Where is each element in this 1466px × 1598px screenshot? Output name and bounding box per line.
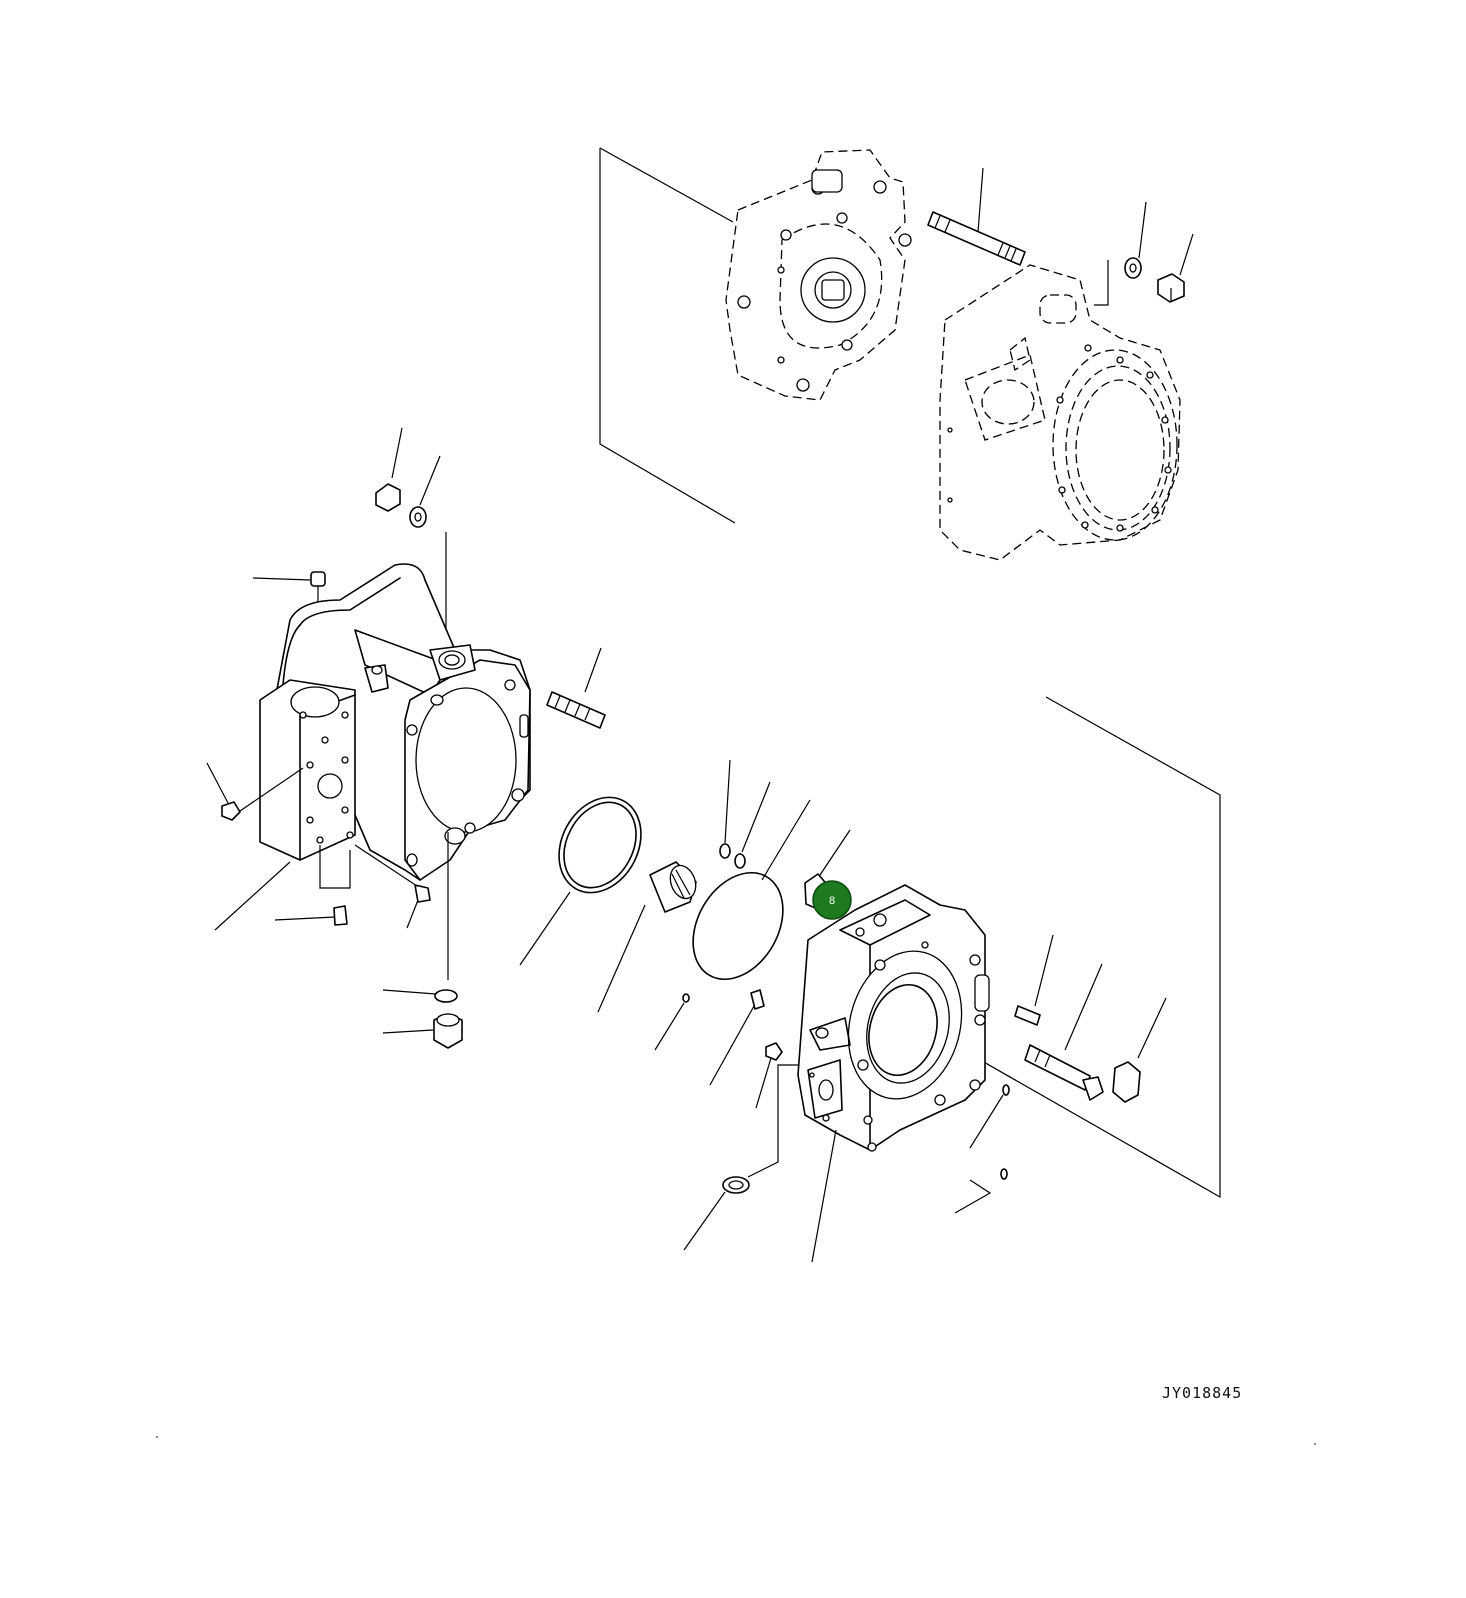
upper-stud-bolt: [927, 167, 1026, 266]
hex-nut: [375, 483, 401, 512]
dashed-end-cover: [725, 149, 912, 401]
right-valve-block: [797, 696, 1221, 1263]
corner-speck-right: [1314, 1443, 1316, 1445]
drawing-code: JY018845: [1162, 1384, 1243, 1402]
left-pump-housing-group: [206, 427, 606, 1049]
upper-washer-nut: [1094, 201, 1194, 306]
upper-reference-assembly: [599, 147, 1194, 561]
reference-bracket-line: [599, 148, 736, 524]
reference-leader-line: [599, 147, 734, 223]
callout-marker-8[interactable]: 8: [812, 880, 852, 920]
seal-ring: [558, 796, 642, 894]
callout-label: 8: [829, 895, 835, 907]
dashed-pump-case: [939, 264, 1181, 561]
corner-speck-left: [156, 1436, 158, 1438]
o-ring-large: [692, 871, 784, 981]
middle-exploded-parts: [519, 759, 851, 1251]
